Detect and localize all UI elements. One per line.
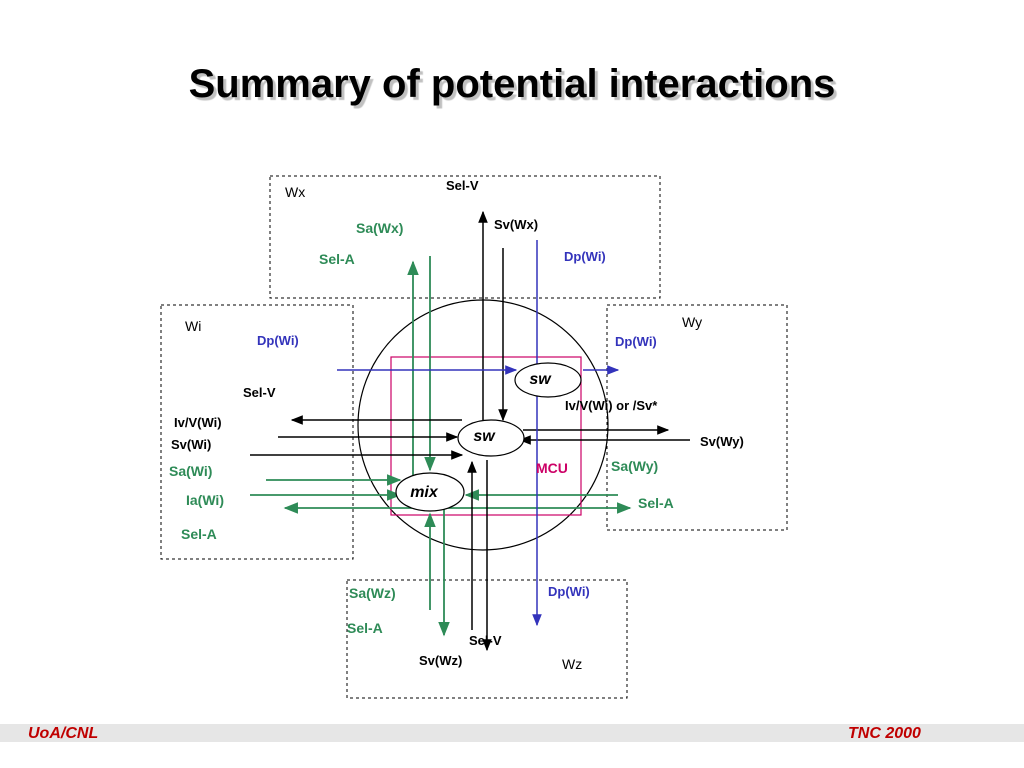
- wy-sv-label: Sv(Wy): [700, 434, 744, 449]
- wz-box-label: Wz: [562, 656, 582, 672]
- wx-sel-a-label: Sel-A: [319, 251, 355, 267]
- wx-box-label: Wx: [285, 184, 305, 200]
- footer-bar: [0, 724, 1024, 742]
- wi-iv-label: Iv/V(Wi): [174, 415, 222, 430]
- footer-left-text: UoA/CNL: [28, 725, 99, 742]
- wi-ia-label: Ia(Wi): [186, 492, 224, 508]
- wz-sel-a-label: Sel-A: [347, 620, 383, 636]
- footer-right-text: TNC 2000: [848, 725, 921, 742]
- wi-sa-label: Sa(Wi): [169, 463, 212, 479]
- wx-sel-v-label: Sel-V: [446, 178, 479, 193]
- wi-sel-a-label: Sel-A: [181, 526, 217, 542]
- wx-dp-label: Dp(Wi): [564, 249, 606, 264]
- mcu-label: MCU: [536, 460, 568, 476]
- mcu-box: [390, 356, 582, 516]
- wy-dp-label: Dp(Wi): [615, 334, 657, 349]
- slide-title: Summary of potential interactions: [188, 62, 836, 106]
- wi-box: [160, 304, 354, 560]
- mix-label: mix: [410, 484, 439, 501]
- wi-sel-v-label: Sel-V: [243, 385, 276, 400]
- wi-dp-label: Dp(Wi): [257, 333, 299, 348]
- wx-sa-label: Sa(Wx): [356, 220, 403, 236]
- wy-box: [606, 304, 788, 531]
- wy-iv-label: Iv/V(Wi) or /Sv*: [565, 398, 658, 413]
- wi-box-label: Wi: [185, 318, 201, 334]
- wi-sv-label: Sv(Wi): [171, 437, 211, 452]
- mix-node: [395, 472, 465, 512]
- sw-center-node: [457, 419, 525, 457]
- wz-sel-v-label: Sel-V: [469, 633, 502, 648]
- wy-sel-a-label: Sel-A: [638, 495, 674, 511]
- wy-sa-label: Sa(Wy): [611, 458, 658, 474]
- wz-sv-label: Sv(Wz): [419, 653, 462, 668]
- sw-top-label: sw: [529, 371, 552, 388]
- wx-sv-label: Sv(Wx): [494, 217, 538, 232]
- wx-box: [269, 175, 661, 299]
- wy-box-label: Wy: [682, 314, 702, 330]
- wz-dp-label: Dp(Wi): [548, 584, 590, 599]
- sw-center-label: sw: [473, 428, 496, 445]
- wz-sa-label: Sa(Wz): [349, 585, 396, 601]
- sw-top-node: [514, 362, 582, 398]
